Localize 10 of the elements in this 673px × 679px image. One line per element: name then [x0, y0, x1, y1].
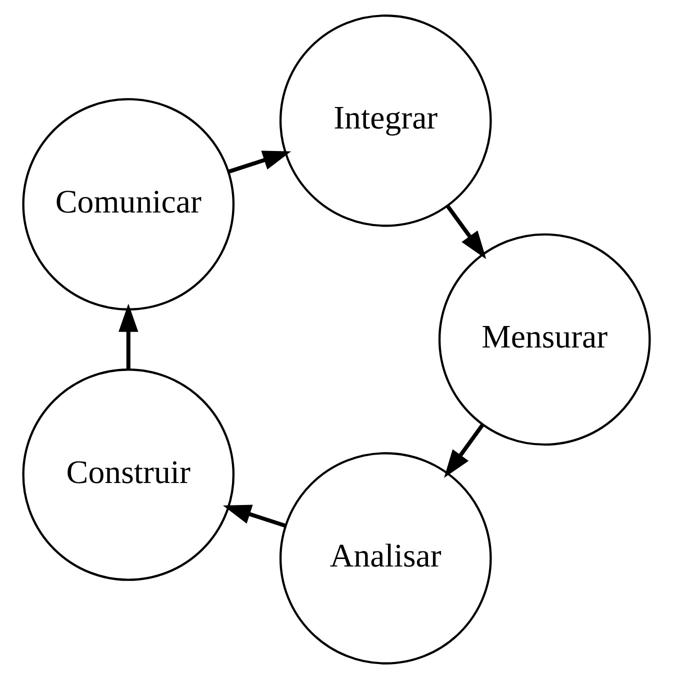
arrow	[118, 304, 138, 370]
arrow	[228, 150, 292, 174]
node-circle: Mensurar	[438, 233, 651, 446]
arrow	[222, 504, 286, 528]
arrow	[444, 424, 484, 478]
node-circle: Analisar	[279, 452, 492, 664]
node-circle: Integrar	[279, 14, 492, 227]
node-circle: Comunicar	[22, 98, 235, 310]
node-circle: Construir	[22, 368, 235, 581]
arrow	[446, 204, 486, 260]
